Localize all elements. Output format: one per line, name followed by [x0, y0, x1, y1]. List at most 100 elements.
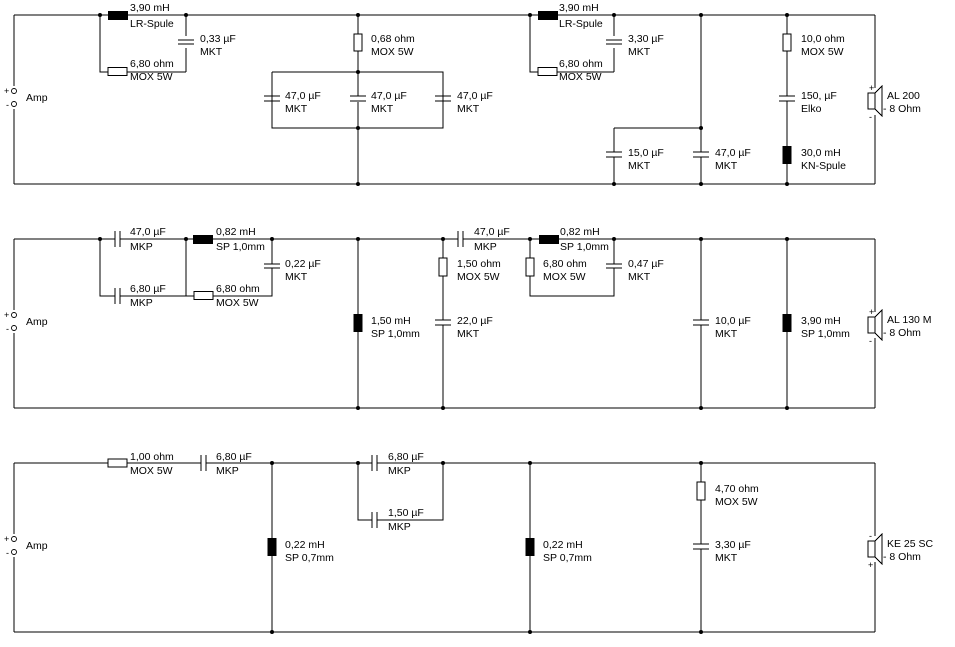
c4-value: 47,0 µF	[457, 90, 493, 102]
junction	[270, 630, 274, 634]
c5-type: MKT	[457, 328, 480, 340]
junction	[699, 126, 703, 130]
c1-type: MKP	[216, 465, 239, 477]
resistor	[525, 257, 535, 277]
junction	[356, 406, 360, 410]
junction	[612, 237, 616, 241]
amp-label: Amp	[26, 316, 48, 328]
l3-value: 0,82 mH	[560, 226, 600, 238]
r3-value: 6,80 ohm	[559, 58, 603, 70]
speaker-plus: +	[869, 83, 874, 93]
input-terminal-minus	[11, 549, 17, 555]
wire	[613, 15, 702, 184]
junction	[528, 13, 532, 17]
r4-type: MOX 5W	[801, 46, 844, 58]
junction	[356, 182, 360, 186]
inductor	[353, 314, 363, 332]
c3-value: 1,50 µF	[388, 507, 424, 519]
speaker-minus: -	[869, 112, 872, 122]
wire	[700, 239, 788, 408]
input-terminal-minus	[11, 325, 17, 331]
amp-label: Amp	[26, 92, 48, 104]
resistor	[107, 67, 128, 76]
l1-value: 0,22 mH	[285, 539, 325, 551]
junction	[441, 237, 445, 241]
c8-value: 150, µF	[801, 90, 837, 102]
inductor	[108, 11, 128, 20]
l1-type: LR-Spule	[130, 18, 174, 30]
c5-value: 3,30 µF	[628, 33, 664, 45]
speaker-minus: -	[869, 336, 872, 346]
c6-type: MKT	[628, 271, 651, 283]
c8-type: Elko	[801, 103, 822, 115]
r2-type: MOX 5W	[715, 496, 758, 508]
junction	[441, 406, 445, 410]
resistor	[438, 257, 448, 277]
plus-sign: +	[4, 86, 9, 96]
junction	[699, 406, 703, 410]
input-terminal-plus	[11, 536, 17, 542]
minus-sign: -	[6, 100, 9, 110]
c7-value: 10,0 µF	[715, 315, 751, 327]
minus-sign: -	[6, 324, 9, 334]
r2-value: 4,70 ohm	[715, 483, 759, 495]
junction	[528, 630, 532, 634]
inductor	[539, 235, 559, 244]
l3-value: 30,0 mH	[801, 147, 841, 159]
c3-type: MKP	[388, 521, 411, 533]
speaker-minus: -	[869, 531, 872, 541]
circuit-2: + - Amp 47,0 µF MKP 6,80 µF MKP 0,82 mH …	[4, 226, 932, 410]
c2-value: 6,80 µF	[388, 451, 424, 463]
speaker-cone	[874, 84, 883, 118]
circuit-3: + - Amp 1,00 ohm MOX 5W 6,80 µF MKP 0,22…	[4, 451, 934, 634]
c1-type: MKT	[200, 46, 223, 58]
wire	[13, 14, 876, 185]
inductor	[193, 235, 213, 244]
junction	[699, 182, 703, 186]
junction	[699, 461, 703, 465]
c1-value: 0,33 µF	[200, 33, 236, 45]
inductor	[782, 146, 792, 164]
c2-value: 47,0 µF	[285, 90, 321, 102]
c1-type: MKP	[130, 241, 153, 253]
junction	[699, 13, 703, 17]
c7-type: MKT	[715, 160, 738, 172]
inductor	[525, 538, 535, 556]
junction	[528, 237, 532, 241]
wire	[271, 15, 444, 184]
resistor	[537, 67, 558, 76]
wire	[529, 15, 615, 73]
speaker-icon	[867, 92, 876, 110]
resistor	[193, 291, 214, 300]
r1-type: MOX 5W	[130, 465, 173, 477]
l2-value: 3,90 mH	[559, 2, 599, 14]
r4-value: 10,0 ohm	[801, 33, 845, 45]
c6-value: 0,47 µF	[628, 258, 664, 270]
junction	[612, 182, 616, 186]
junction	[699, 237, 703, 241]
junction	[356, 126, 360, 130]
r1-value: 1,00 ohm	[130, 451, 174, 463]
l1-value: 0,82 mH	[216, 226, 256, 238]
c4-type: MKP	[474, 241, 497, 253]
minus-sign: -	[6, 548, 9, 558]
speaker-icon	[867, 316, 876, 334]
r2-value: 1,50 ohm	[457, 258, 501, 270]
r1-type: MOX 5W	[216, 297, 259, 309]
c3-value: 47,0 µF	[371, 90, 407, 102]
l4-value: 3,90 mH	[801, 315, 841, 327]
resistor	[782, 33, 792, 52]
c2-type: MKP	[130, 297, 153, 309]
r3-type: MOX 5W	[559, 71, 602, 83]
c5-type: MKT	[628, 46, 651, 58]
r1-type: MOX 5W	[130, 71, 173, 83]
c4-value: 47,0 µF	[474, 226, 510, 238]
junction	[356, 13, 360, 17]
junction	[184, 13, 188, 17]
wire	[357, 463, 444, 521]
resistor	[107, 458, 128, 468]
junction	[785, 237, 789, 241]
wire	[99, 15, 187, 73]
c2-type: MKP	[388, 465, 411, 477]
amp-label: Amp	[26, 540, 48, 552]
